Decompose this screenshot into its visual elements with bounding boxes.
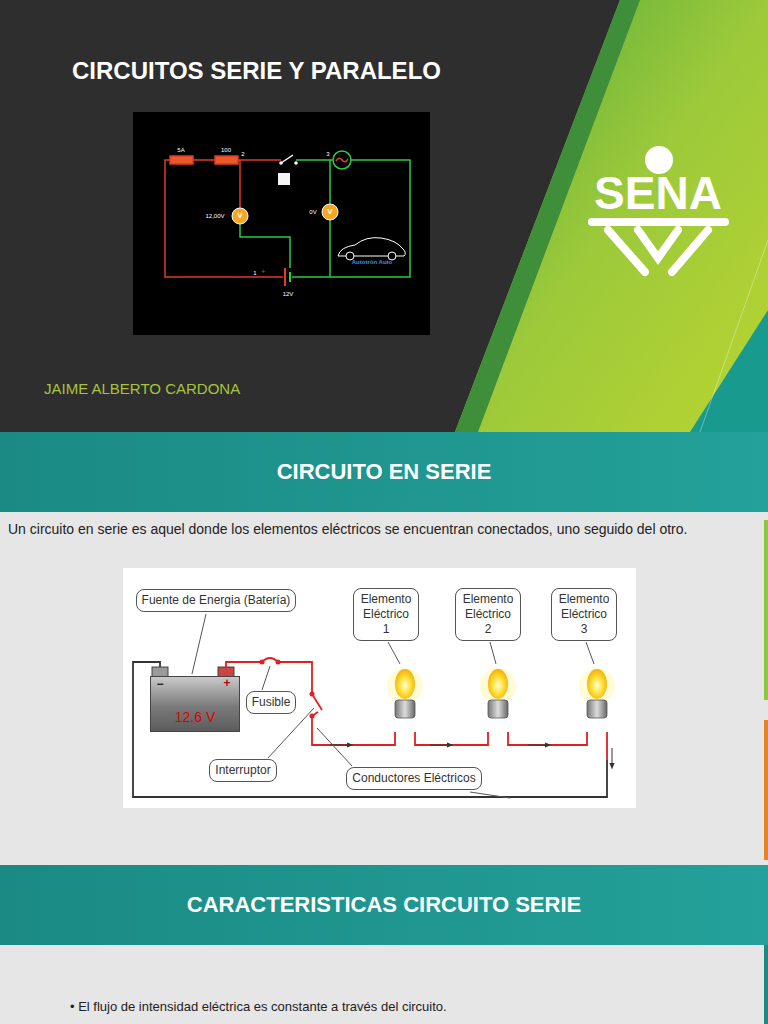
polarity-sign: −	[156, 678, 163, 692]
switch-box	[278, 173, 290, 185]
green-stripe	[455, 0, 640, 432]
green-shape	[455, 0, 768, 432]
edge-strip	[764, 945, 768, 1024]
logo-legs	[608, 230, 708, 272]
green-wire	[240, 160, 410, 277]
callout-box: Fusible	[246, 691, 297, 714]
switch-terminal	[310, 692, 315, 697]
voltmeter-letter: V	[237, 211, 242, 220]
callout-box: Elemento Eléctrico 3	[551, 588, 617, 641]
lamp	[387, 668, 423, 718]
switch-contact	[294, 161, 298, 165]
callout-box: Interruptor	[209, 759, 276, 782]
node-text: 12.6 V	[175, 709, 215, 725]
polarity-sign: +	[223, 677, 230, 691]
current-arrow	[612, 748, 613, 766]
black-wire	[133, 662, 607, 797]
edge-strip	[764, 720, 768, 860]
callout-box: Elemento Eléctrico 2	[455, 588, 521, 641]
node-text: Elemento Eléctrico 2	[461, 592, 515, 637]
switch-terminal	[310, 714, 315, 719]
battery-plate	[284, 268, 286, 286]
voltage-reading: 0V	[309, 209, 316, 216]
thin-line	[700, 240, 768, 432]
current-arrow	[430, 745, 450, 746]
leader-line	[317, 728, 352, 766]
car-wheel	[388, 252, 396, 260]
leader-line	[586, 642, 594, 664]
lamp-symbol	[333, 151, 351, 169]
lamp	[480, 668, 516, 718]
leader-line	[262, 666, 270, 690]
red-wire	[165, 160, 283, 277]
leader-line	[268, 708, 314, 758]
voltage-reading: 12,00V	[205, 213, 224, 220]
slide-background	[0, 0, 768, 432]
component-value: 100	[221, 147, 231, 154]
car-wheel	[346, 252, 354, 260]
node-text: Conductores Eléctricos	[352, 771, 475, 786]
voltmeter-symbol	[322, 204, 338, 220]
bullet-text: • El flujo de intensidad eléctrica es co…	[70, 1000, 447, 1015]
logo-arms	[592, 218, 725, 226]
node-text: CIRCUITO EN SERIE	[277, 459, 492, 485]
header-band: CARACTERISTICAS CIRCUITO SERIE	[0, 865, 768, 945]
node-number: 3	[326, 151, 329, 158]
node-number: 2	[241, 151, 244, 158]
fuse-terminal	[276, 660, 281, 665]
voltmeter-symbol	[232, 208, 248, 224]
header-band: CIRCUITO EN SERIE	[0, 432, 768, 512]
leader-line	[470, 792, 510, 798]
switch-symbol	[281, 155, 293, 163]
component-value: 5A	[177, 147, 184, 154]
switch-symbol	[312, 694, 322, 710]
series-image	[123, 568, 636, 808]
node-text: Fusible	[252, 695, 291, 710]
current-arrow	[528, 745, 548, 746]
teal-shape	[690, 310, 768, 432]
slide-background	[0, 865, 768, 1024]
battery-voltage: 12V	[283, 291, 294, 298]
leader-line	[490, 642, 496, 664]
battery-plate	[289, 272, 291, 282]
fuse-symbol	[170, 156, 193, 164]
body-text: Un circuito en serie es aquel donde los …	[8, 521, 763, 537]
node-number: 1	[253, 270, 256, 277]
callout-box: Conductores Eléctricos	[346, 767, 481, 790]
node-text: CARACTERISTICAS CIRCUITO SERIE	[187, 892, 581, 918]
fuse-terminal	[260, 660, 265, 665]
lamp	[579, 668, 615, 718]
callout-box: Fuente de Energia (Batería)	[136, 589, 297, 612]
red-wire	[226, 662, 607, 760]
resistor-symbol	[215, 156, 238, 164]
node-text: Interruptor	[215, 763, 270, 778]
node-text: Elemento Eléctrico 3	[557, 592, 611, 637]
voltmeter-letter: V	[327, 207, 332, 216]
switch-contact	[279, 161, 283, 165]
slide-background	[0, 432, 768, 865]
edge-strip	[764, 520, 768, 700]
slide-title: CIRCUITOS SERIE Y PARALELO	[72, 57, 441, 85]
node-text: Fuente de Energia (Batería)	[142, 593, 291, 608]
leader-line	[388, 642, 400, 664]
callout-box: Elemento Eléctrico 1	[353, 588, 419, 641]
author-name: JAIME ALBERTO CARDONA	[44, 380, 240, 397]
logo-text: SENA	[594, 170, 722, 216]
node-text: Elemento Eléctrico 1	[359, 592, 413, 637]
polarity-sign: +	[261, 268, 265, 276]
red-wire	[239, 160, 241, 208]
leader-line	[192, 614, 206, 674]
lamp-filament	[336, 158, 348, 162]
circuit-image	[133, 112, 430, 335]
logo-text: Autotrón Auto	[352, 259, 392, 266]
